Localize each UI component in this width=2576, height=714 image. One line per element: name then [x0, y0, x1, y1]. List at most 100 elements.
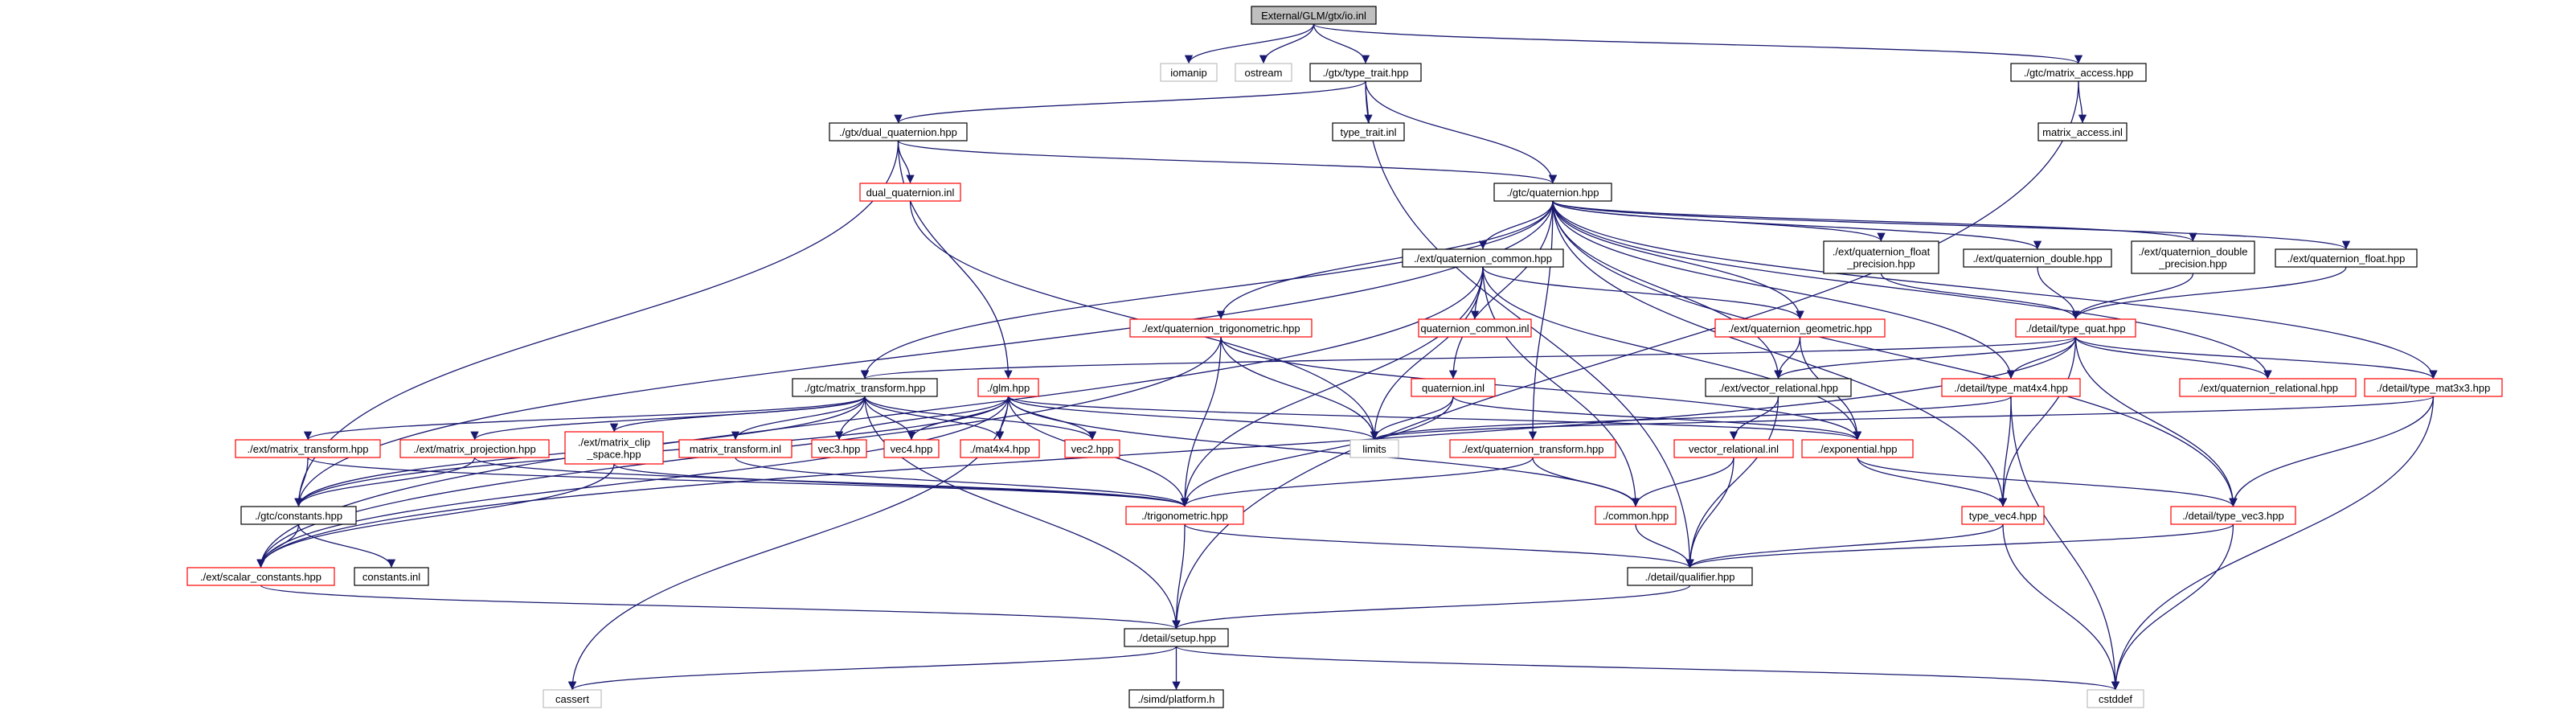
node-box[interactable]	[2015, 318, 2136, 338]
node-box[interactable]	[1124, 628, 1229, 647]
node-dual_quaternion_hpp[interactable]: ./gtx/dual_quaternion.hpp	[829, 122, 968, 142]
node-box[interactable]	[1705, 378, 1852, 397]
node-type_mat3x3_hpp[interactable]: ./detail/type_mat3x3.hpp	[2364, 378, 2503, 397]
node-type_vec3_hpp[interactable]: ./detail/type_vec3.hpp	[2170, 506, 2296, 525]
node-box[interactable]	[1402, 248, 1564, 268]
node-dual_quaternion_inl[interactable]: dual_quaternion.inl	[859, 183, 961, 202]
node-matrix_transform_gtc[interactable]: ./gtc/matrix_transform.hpp	[792, 378, 938, 397]
node-box[interactable]	[1673, 439, 1794, 458]
node-box[interactable]	[186, 567, 335, 586]
node-box[interactable]	[1941, 378, 2081, 397]
node-box[interactable]	[1251, 6, 1377, 25]
node-box[interactable]	[1125, 506, 1244, 525]
node-quaternion_common_inl[interactable]: quaternion_common.inl	[1418, 318, 1532, 338]
node-box[interactable]	[354, 567, 429, 586]
node-vec4_hpp[interactable]: vec4.hpp	[883, 439, 940, 458]
node-box[interactable]	[1801, 439, 1914, 458]
node-box[interactable]	[1449, 439, 1616, 458]
node-box[interactable]	[1309, 63, 1422, 82]
node-quaternion_hpp[interactable]: ./gtc/quaternion.hpp	[1493, 183, 1612, 202]
node-box[interactable]	[883, 439, 940, 458]
node-root[interactable]: External/GLM/gtx/io.inl	[1251, 6, 1377, 25]
node-quaternion_geometric_hpp[interactable]: ./ext/quaternion_geometric.hpp	[1714, 318, 1886, 338]
node-box[interactable]	[1493, 183, 1612, 202]
node-type_quat_hpp[interactable]: ./detail/type_quat.hpp	[2015, 318, 2136, 338]
node-type_trait_inl[interactable]: type_trait.inl	[1332, 122, 1405, 142]
node-type_mat4x4_hpp[interactable]: ./detail/type_mat4x4.hpp	[1941, 378, 2081, 397]
node-quaternion_float_precision[interactable]: ./ext/quaternion_float_precision.hpp	[1823, 240, 1939, 274]
node-vector_relational_inl[interactable]: vector_relational.inl	[1673, 439, 1794, 458]
node-box[interactable]	[2364, 378, 2503, 397]
node-box[interactable]	[1064, 439, 1120, 458]
node-box[interactable]	[1332, 122, 1405, 142]
node-box[interactable]	[1961, 506, 2045, 525]
node-box[interactable]	[1823, 240, 1939, 274]
node-box[interactable]	[1627, 567, 1753, 586]
node-box[interactable]	[2170, 506, 2296, 525]
node-ext_matrix_clip_space[interactable]: ./ext/matrix_clip_space.hpp	[564, 431, 664, 465]
node-exponential_hpp[interactable]: ./exponential.hpp	[1801, 439, 1914, 458]
node-trigonometric_hpp[interactable]: ./trigonometric.hpp	[1125, 506, 1244, 525]
node-platform_h[interactable]: ./simd/platform.h	[1128, 689, 1224, 708]
node-quaternion_float_hpp[interactable]: ./ext/quaternion_float.hpp	[2275, 248, 2418, 268]
node-qualifier_hpp[interactable]: ./detail/qualifier.hpp	[1627, 567, 1753, 586]
node-matrix_transform_inl[interactable]: matrix_transform.inl	[678, 439, 792, 458]
node-box[interactable]	[1595, 506, 1677, 525]
node-glm_hpp[interactable]: ./glm.hpp	[977, 378, 1039, 397]
node-setup_hpp[interactable]: ./detail/setup.hpp	[1124, 628, 1229, 647]
node-box[interactable]	[811, 439, 867, 458]
node-box[interactable]	[678, 439, 792, 458]
node-box[interactable]	[2179, 378, 2357, 397]
node-common_hpp[interactable]: ./common.hpp	[1595, 506, 1677, 525]
node-box[interactable]	[2131, 240, 2255, 274]
node-type_vec4_hpp[interactable]: type_vec4.hpp	[1961, 506, 2045, 525]
node-quaternion_relational_hpp[interactable]: ./ext/quaternion_relational.hpp	[2179, 378, 2357, 397]
node-box[interactable]	[1714, 318, 1886, 338]
node-scalar_constants_hpp[interactable]: ./ext/scalar_constants.hpp	[186, 567, 335, 586]
node-box[interactable]	[2087, 689, 2144, 708]
node-box[interactable]	[399, 439, 550, 458]
node-box[interactable]	[1128, 689, 1224, 708]
node-box[interactable]	[240, 506, 357, 525]
node-vec3_hpp[interactable]: vec3.hpp	[811, 439, 867, 458]
node-box[interactable]	[1349, 439, 1399, 458]
node-box[interactable]	[564, 431, 664, 465]
node-quaternion_transform_hpp[interactable]: ./ext/quaternion_transform.hpp	[1449, 439, 1616, 458]
node-box[interactable]	[1160, 63, 1218, 82]
node-cassert[interactable]: cassert	[543, 689, 602, 708]
node-box[interactable]	[2037, 122, 2128, 142]
node-quaternion_inl[interactable]: quaternion.inl	[1411, 378, 1496, 397]
node-box[interactable]	[1411, 378, 1496, 397]
node-iomanip[interactable]: iomanip	[1160, 63, 1218, 82]
node-box[interactable]	[1235, 63, 1292, 82]
node-vec2_hpp[interactable]: vec2.hpp	[1064, 439, 1120, 458]
node-constants_inl[interactable]: constants.inl	[354, 567, 429, 586]
node-cstddef[interactable]: cstddef	[2087, 689, 2144, 708]
node-box[interactable]	[829, 122, 968, 142]
node-quaternion_double_precision[interactable]: ./ext/quaternion_double_precision.hpp	[2131, 240, 2255, 274]
node-quaternion_trigonometric_hpp[interactable]: ./ext/quaternion_trigonometric.hpp	[1129, 318, 1313, 338]
node-ostream[interactable]: ostream	[1235, 63, 1292, 82]
node-vector_relational_hpp[interactable]: ./ext/vector_relational.hpp	[1705, 378, 1852, 397]
node-constants_hpp[interactable]: ./gtc/constants.hpp	[240, 506, 357, 525]
node-type_trait_hpp[interactable]: ./gtx/type_trait.hpp	[1309, 63, 1422, 82]
node-box[interactable]	[977, 378, 1039, 397]
node-box[interactable]	[960, 439, 1040, 458]
node-limits[interactable]: limits	[1349, 439, 1399, 458]
node-ext_matrix_projection[interactable]: ./ext/matrix_projection.hpp	[399, 439, 550, 458]
node-mat4x4_hpp[interactable]: ./mat4x4.hpp	[960, 439, 1040, 458]
node-box[interactable]	[859, 183, 961, 202]
node-box[interactable]	[1418, 318, 1532, 338]
node-quaternion_common_hpp[interactable]: ./ext/quaternion_common.hpp	[1402, 248, 1564, 268]
node-ext_matrix_transform[interactable]: ./ext/matrix_transform.hpp	[235, 439, 381, 458]
node-box[interactable]	[235, 439, 381, 458]
node-box[interactable]	[1963, 248, 2112, 268]
node-box[interactable]	[2275, 248, 2418, 268]
node-box[interactable]	[2010, 63, 2147, 82]
node-quaternion_double_hpp[interactable]: ./ext/quaternion_double.hpp	[1963, 248, 2112, 268]
node-matrix_access_hpp[interactable]: ./gtc/matrix_access.hpp	[2010, 63, 2147, 82]
node-box[interactable]	[1129, 318, 1313, 338]
node-box[interactable]	[792, 378, 938, 397]
node-matrix_access_inl[interactable]: matrix_access.inl	[2037, 122, 2128, 142]
node-box[interactable]	[543, 689, 602, 708]
